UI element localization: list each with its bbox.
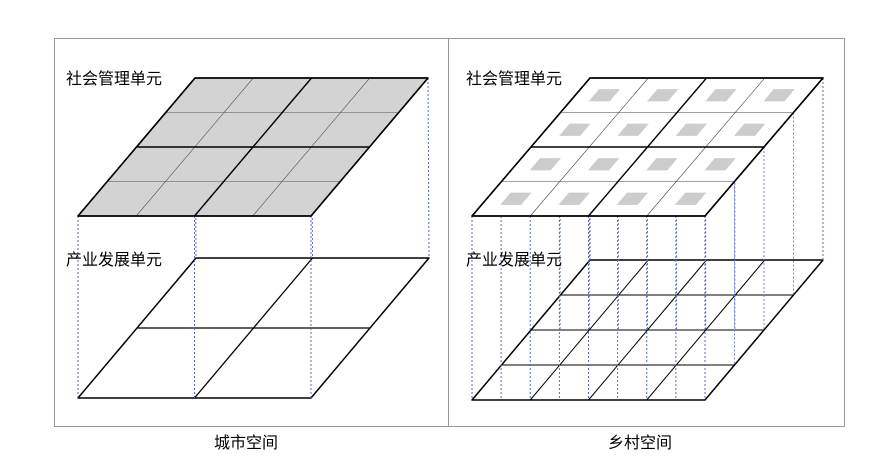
rural-patch [674,192,707,205]
rural-patch [704,158,736,171]
rural-patch [587,158,620,171]
rural-management-layer [471,77,824,217]
rural-vertical-links [471,78,824,400]
rural-industry-plane [471,259,824,401]
rural-patch [646,89,679,102]
urban-caption: 城市空间 [214,433,278,452]
rural-management-label: 社会管理单元 [466,69,562,88]
rural-management-outline [471,77,824,217]
urban-management-outline [77,77,429,217]
rural-patch [558,192,590,205]
rural-patch [559,123,591,136]
rural-patch [646,158,678,171]
rural-patch [733,123,766,136]
rural-industry-label: 产业发展单元 [466,250,562,269]
urban-management-layer [77,77,429,217]
rural-industry-divider [646,259,766,401]
rural-patch [763,89,795,102]
urban-management-label: 社会管理单元 [66,69,162,88]
rural-panel: 社会管理单元 产业发展单元 乡村空间 [466,69,824,452]
rural-patch [617,123,649,136]
rural-industry-layer [471,259,824,401]
rural-patch [500,192,532,205]
urban-panel: 社会管理单元 产业发展单元 城市空间 [66,69,430,452]
rural-patch [588,89,621,102]
urban-vertical-link [427,77,430,259]
urban-industry-layer [77,257,430,399]
diagram-frame [54,38,845,427]
urban-industry-label: 产业发展单元 [66,250,162,269]
rural-caption: 乡村空间 [608,433,672,452]
rural-patch [705,89,737,102]
rural-patch [529,158,562,171]
rural-patch [616,192,649,205]
rural-patch [675,123,708,136]
